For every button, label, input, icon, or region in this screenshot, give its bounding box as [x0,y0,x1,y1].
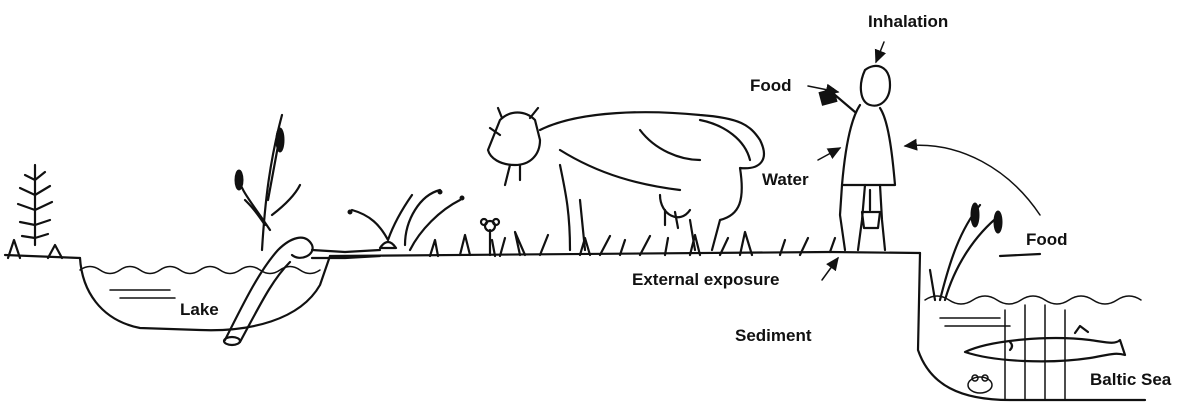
sea-waves [925,296,1141,326]
external-exposure-label: External exposure [632,270,779,290]
ground-line [5,252,1040,258]
frog-icon [968,375,992,393]
cow-icon [488,108,764,250]
external-exposure-arrow [822,258,838,280]
flower-icon [481,219,499,255]
sprinkler-icon [348,190,464,250]
pipe-icon [224,238,380,345]
water-label: Water [762,170,809,190]
inhalation-arrow [876,42,884,62]
food-label-person: Food [750,76,792,96]
food-label-sea: Food [1026,230,1068,250]
fish-net [1005,305,1065,400]
lake-waves [80,267,320,299]
lake-label: Lake [180,300,219,320]
tree-icon [8,165,62,258]
water-arrow [818,148,840,160]
inhalation-label: Inhalation [868,12,948,32]
sediment-label: Sediment [735,326,812,346]
reed-plant-icon [235,115,300,250]
baltic-sea-label: Baltic Sea [1090,370,1171,390]
sea-reed-icon [930,203,1002,300]
